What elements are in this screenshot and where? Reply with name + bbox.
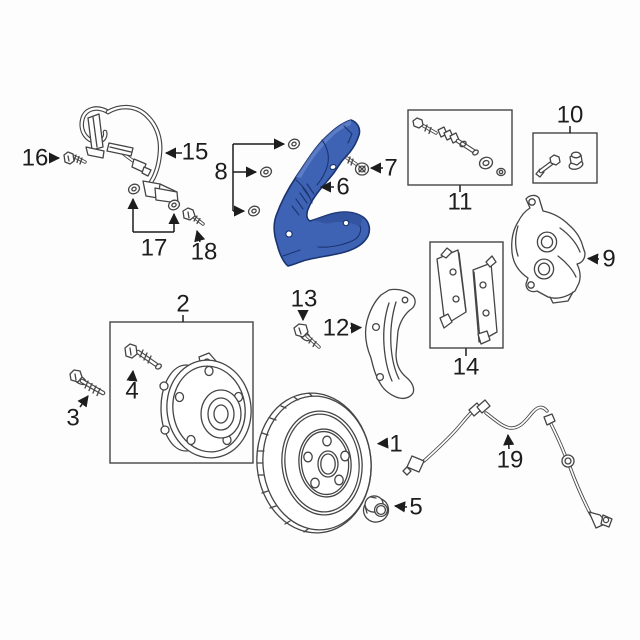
leader-5 bbox=[393, 501, 408, 513]
leader-18 bbox=[194, 229, 206, 243]
caliper-bracket-bolt bbox=[293, 323, 321, 349]
leader-8 bbox=[232, 138, 286, 217]
shield-rivet bbox=[342, 219, 350, 227]
leader-3 bbox=[77, 395, 89, 408]
callout-7-label: 7 bbox=[384, 155, 397, 182]
leader-19 bbox=[503, 433, 515, 450]
callout-19-label: 19 bbox=[497, 447, 524, 474]
caliper-guide-pin-kit bbox=[407, 109, 513, 186]
shield-hole bbox=[329, 163, 337, 171]
sensor-connector bbox=[406, 455, 425, 473]
brake-splash-shield bbox=[273, 119, 371, 267]
brake-hose-washers bbox=[127, 183, 181, 211]
callout-15-label: 15 bbox=[182, 139, 209, 166]
caliper-ear-hole bbox=[527, 281, 535, 289]
callout-3-label: 3 bbox=[66, 405, 79, 432]
rotor-edge-hatching bbox=[256, 392, 313, 533]
kit-box-14 bbox=[429, 241, 504, 349]
sensor-grommet bbox=[561, 454, 575, 468]
callout-9-label: 9 bbox=[602, 246, 615, 273]
brake-pad-set-kit bbox=[429, 241, 504, 349]
callout-13-label: 13 bbox=[291, 286, 318, 313]
lug-nut bbox=[362, 495, 390, 523]
hub-bearing-assembly-kit bbox=[109, 321, 254, 464]
brake-hose-bracket-bolt bbox=[182, 207, 205, 226]
leader-1 bbox=[376, 437, 389, 449]
callout-8-label: 8 bbox=[214, 159, 227, 186]
brake-rotor bbox=[256, 392, 372, 534]
callout-17-label: 17 bbox=[141, 235, 168, 262]
caliper-ear-hole bbox=[528, 198, 536, 206]
brake-caliper bbox=[511, 194, 586, 304]
callout-18-label: 18 bbox=[191, 239, 218, 266]
callout-11-label: 11 bbox=[448, 189, 473, 216]
kit-box-2 bbox=[109, 321, 254, 464]
caliper-bleeder-screw-kit bbox=[532, 132, 598, 184]
splash-shield-bolt bbox=[345, 156, 370, 176]
caliper-mounting-bracket bbox=[364, 288, 416, 400]
leader-4 bbox=[126, 369, 138, 382]
caliper-piston bbox=[533, 258, 555, 280]
wheel-stud bbox=[124, 343, 162, 370]
leader-12 bbox=[349, 322, 363, 334]
callout-leaders bbox=[48, 126, 600, 513]
hub-bolt bbox=[69, 369, 106, 397]
shield-rivet bbox=[285, 230, 293, 238]
callout-4-label: 4 bbox=[125, 378, 138, 405]
callout-10-label: 10 bbox=[557, 102, 584, 129]
leader-17 bbox=[127, 197, 180, 233]
caliper-piston bbox=[536, 231, 558, 253]
callout-12-label: 12 bbox=[323, 315, 350, 342]
abs-wheel-speed-sensor bbox=[402, 399, 613, 529]
callout-6-label: 6 bbox=[336, 174, 349, 201]
leader-9 bbox=[586, 253, 600, 265]
callout-14-label: 14 bbox=[453, 354, 480, 381]
kit-box-10 bbox=[532, 132, 598, 184]
kit-box-11 bbox=[407, 109, 513, 186]
callout-1-label: 1 bbox=[389, 431, 402, 458]
brake-hose-bolt bbox=[63, 151, 87, 165]
callout-5-label: 5 bbox=[409, 494, 422, 521]
callout-2-label: 2 bbox=[176, 291, 189, 318]
callout-16-label: 16 bbox=[22, 145, 49, 172]
callout-labels: 1 2 3 4 5 6 7 8 9 10 11 12 13 14 15 16 1… bbox=[22, 102, 616, 521]
splash-shield-washers bbox=[247, 138, 301, 217]
